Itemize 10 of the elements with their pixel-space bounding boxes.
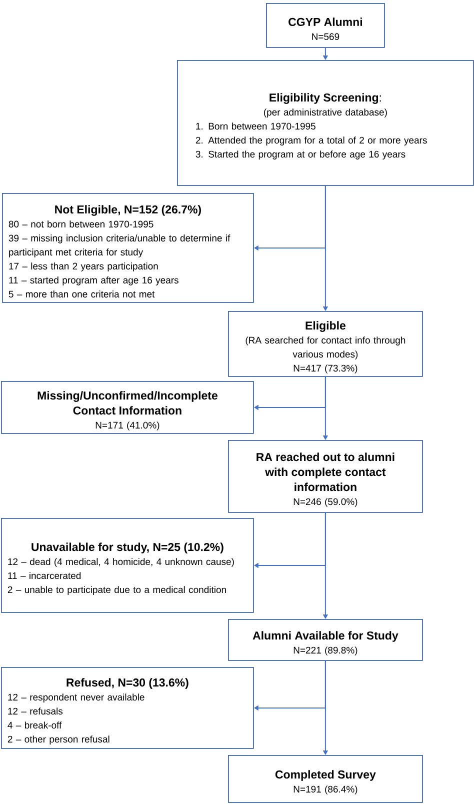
process-box: Alumni Available for Study N=221 (89.8%) — [228, 619, 423, 661]
exclusion-box: Not Eligible, N=152 (26.7%) 80 – not born between 1970-1995 39 – missing inclusion criteria/unable to determine if participant met criteria for study 17 – less than 2 years participation 11 – started program after age 16 years 5 – more than one criteria not met — [2, 193, 254, 303]
exclusion-box: Missing/Unconfirmed/Incomplete Contact Information N=171 (41.0%) — [1, 381, 254, 434]
process-box: RA reached out to alumni with complete contact information N=246 (59.0%) — [228, 440, 423, 513]
process-box: Eligible (RA searched for contact info through various modes) N=417 (73.3%) — [228, 311, 423, 377]
process-box: CGYP Alumni N=569 — [266, 3, 385, 48]
process-box: Eligibility Screening: (per administrative database) 1. Born between 1970-1995 2. Attended the program for a total of 2 or more years 3. Started the program at or before age 16 years — [177, 60, 474, 186]
exclusion-box: Refused, N=30 (13.6%) 12 – respondent never available 12 – refusals 4 – break-off 2 – other person refusal — [1, 667, 254, 749]
exclusion-box: Unavailable for study, N=25 (10.2%) 12 – dead (4 medical, 4 homicide, 4 unknown cause) 11 – incarcerated 2 – unable to participate due to a medical condition — [1, 518, 254, 613]
process-box: Completed Survey N=191 (86.4%) — [228, 755, 423, 803]
